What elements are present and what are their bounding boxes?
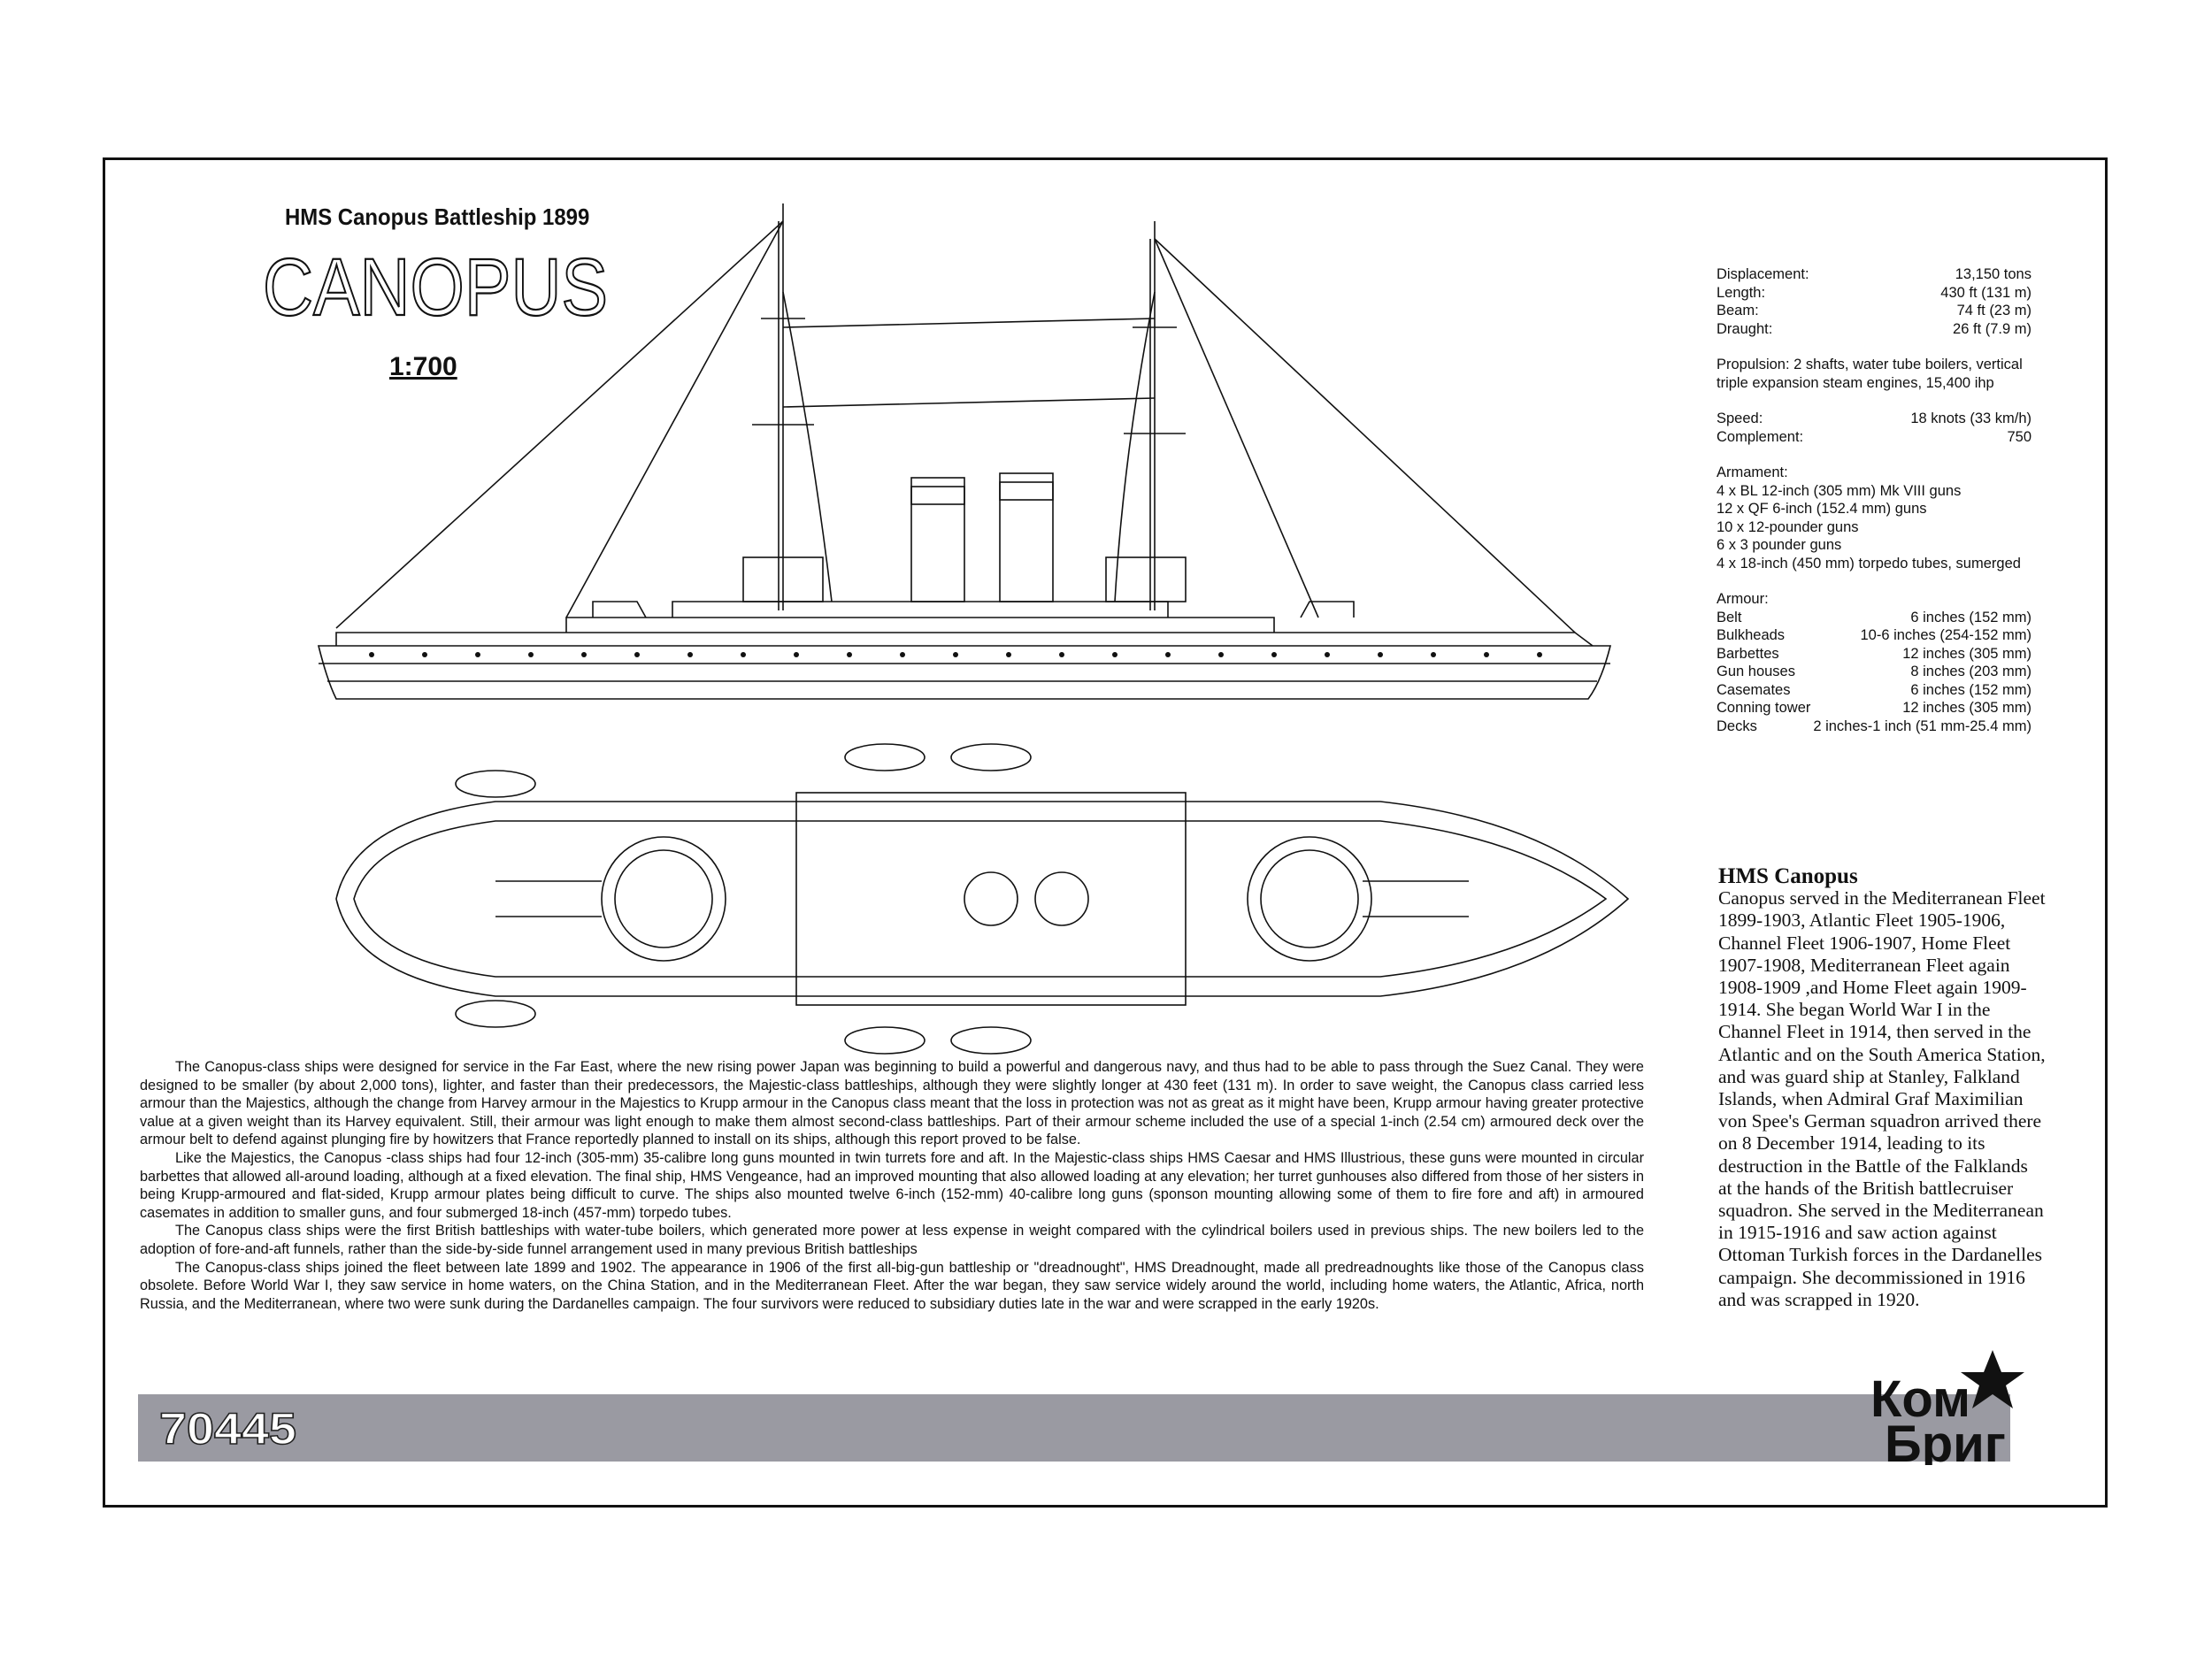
kit-number: 70445	[159, 1403, 297, 1453]
spec-row: Length:430 ft (131 m)	[1717, 284, 2032, 301]
armament-item: 4 x BL 12-inch (305 mm) Mk VIII guns	[1717, 482, 1962, 499]
spec-row: Displacement:13,150 tons	[1717, 266, 2032, 282]
armament-heading: Armament:	[1717, 464, 1788, 480]
description-paragraph: The Canopus class ships were the first B…	[140, 1223, 1644, 1257]
kombrig-logo: Ком Бриг	[1870, 1350, 2024, 1465]
side-profile-drawing	[317, 203, 1612, 700]
logo-text-bottom: Бриг	[1885, 1416, 2006, 1465]
logo-text-top: Ком	[1870, 1370, 1970, 1428]
history-panel: HMS Canopus Canopus served in the Medite…	[1718, 865, 2046, 1311]
star-icon	[1961, 1350, 2024, 1408]
propulsion-text: Propulsion: 2 shafts, water tube boilers…	[1717, 357, 2023, 391]
description-paragraph: The Canopus-class ships were designed fo…	[140, 1059, 1644, 1148]
armament-item: 10 x 12-pounder guns	[1717, 518, 1859, 535]
subtitle: HMS Canopus Battleship 1899	[285, 203, 590, 230]
kit-number-text: 70445	[159, 1404, 296, 1453]
scale-label: 1:700	[389, 352, 457, 381]
description-paragraph: The Canopus-class ships joined the fleet…	[140, 1259, 1644, 1312]
specifications-panel: Displacement:13,150 tons Length:430 ft (…	[1717, 265, 2032, 735]
armour-heading: Armour:	[1717, 591, 1769, 607]
history-title: HMS Canopus	[1718, 864, 1858, 888]
history-text: Canopus served in the Mediterranean Flee…	[1718, 887, 2046, 1310]
top-plan-drawing	[335, 743, 1630, 1055]
ship-name-text: CANOPUS	[263, 242, 608, 331]
ship-name-title: CANOPUS	[262, 242, 609, 331]
spec-row: Beam:74 ft (23 m)	[1717, 303, 2032, 318]
spec-row: Draught:26 ft (7.9 m)	[1717, 320, 2032, 337]
armament-item: 12 x QF 6-inch (152.4 mm) guns	[1717, 501, 1927, 517]
description-text: The Canopus-class ships were designed fo…	[140, 1058, 1644, 1313]
armament-item: 6 x 3 pounder guns	[1717, 537, 1842, 553]
spec-row: Complement:750	[1717, 428, 2032, 445]
armament-item: 4 x 18-inch (450 mm) torpedo tubes, sume…	[1717, 555, 2021, 572]
drawing-sheet-frame	[103, 157, 2108, 1508]
footer-band	[138, 1394, 2010, 1462]
spec-row: Speed:18 knots (33 km/h)	[1717, 410, 2032, 426]
description-paragraph: Like the Majestics, the Canopus -class s…	[140, 1149, 1644, 1221]
